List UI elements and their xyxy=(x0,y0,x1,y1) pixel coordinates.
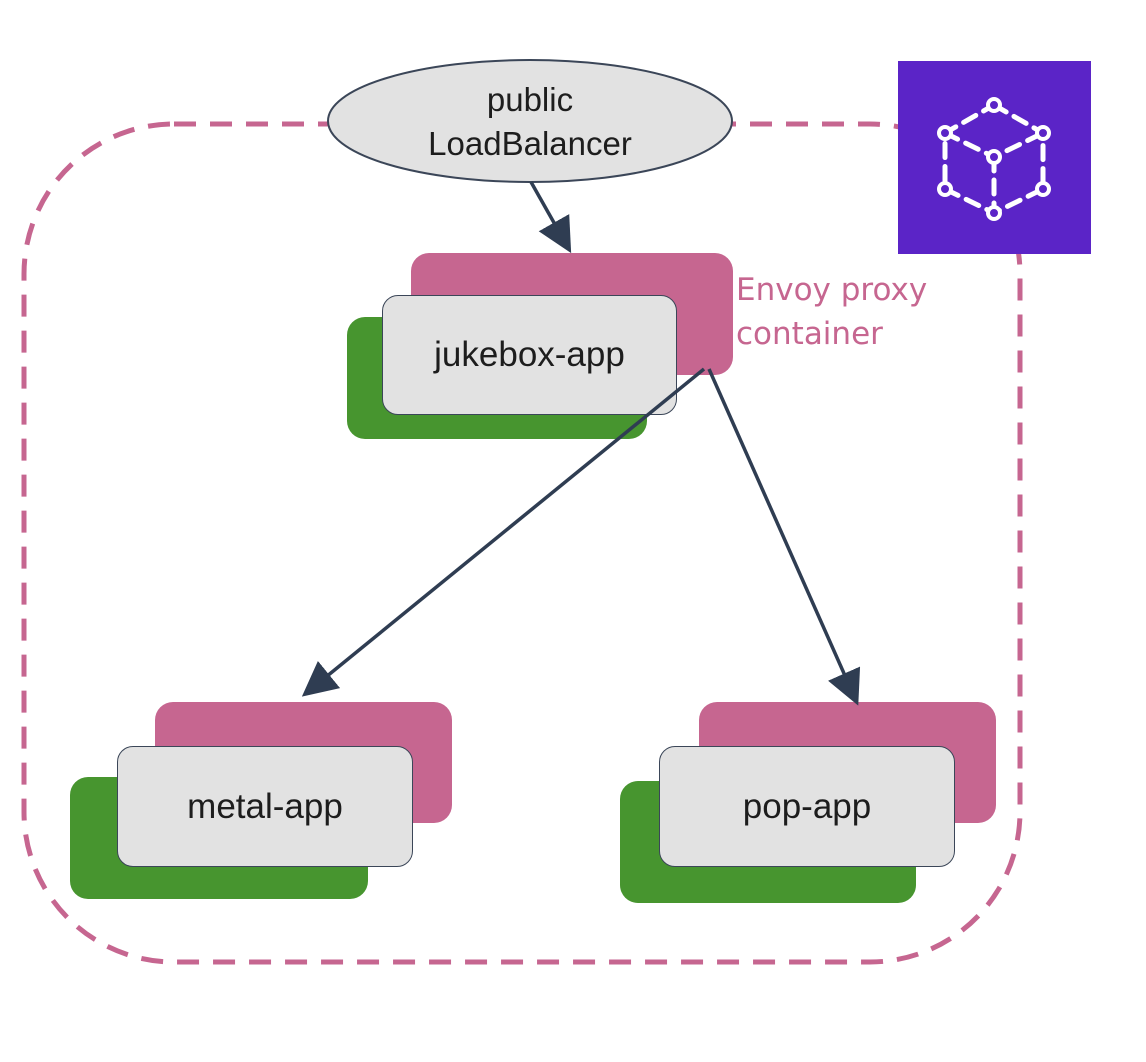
jukebox-app-node: jukebox-app xyxy=(382,295,677,415)
load-balancer-line1: public xyxy=(486,81,574,118)
envoy-proxy-label-line2: container xyxy=(736,316,883,352)
metal-app-label: metal-app xyxy=(187,786,343,826)
pop-app-node: pop-app xyxy=(659,746,955,867)
arrow-jukebox-to-pop xyxy=(707,368,861,706)
arrow-lb-to-jukebox xyxy=(529,181,572,254)
pop-app-label: pop-app xyxy=(742,786,872,826)
metal-app-node: metal-app xyxy=(117,746,413,867)
mesh-boundary xyxy=(21,121,1023,965)
jukebox-app-label: jukebox-app xyxy=(434,335,625,374)
app-mesh-cube-icon xyxy=(937,97,1051,221)
app-mesh-badge xyxy=(898,61,1091,254)
load-balancer-line2: LoadBalancer xyxy=(428,125,632,162)
load-balancer-label: public LoadBalancer xyxy=(330,78,730,166)
envoy-proxy-label-line1: Envoy proxy xyxy=(736,272,928,308)
envoy-proxy-label: Envoy proxy container xyxy=(736,268,927,356)
